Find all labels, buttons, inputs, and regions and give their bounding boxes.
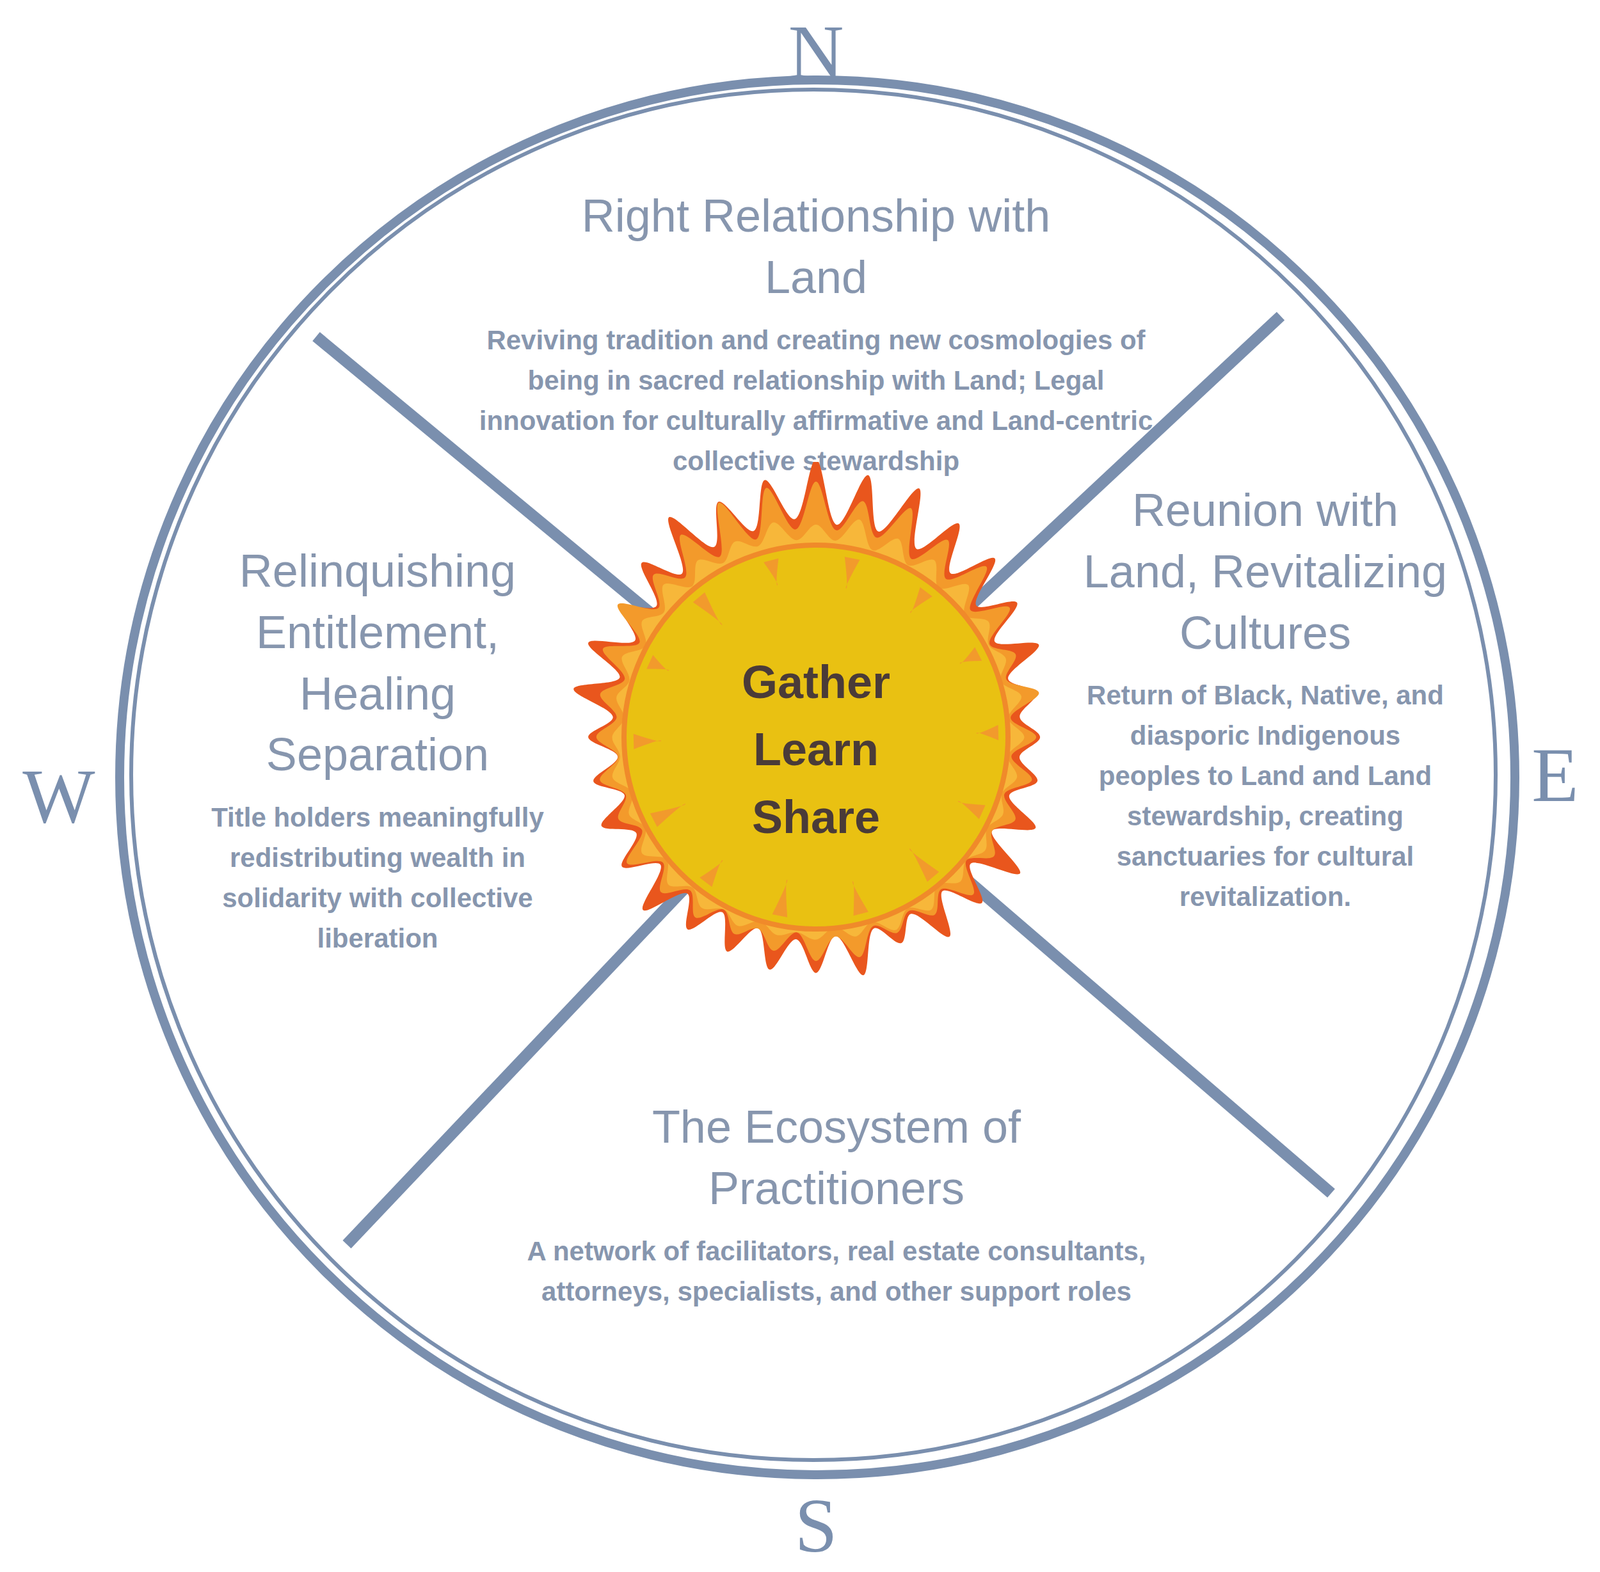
compass-inner-ring bbox=[131, 89, 1496, 1461]
center-label: Gather Learn Share bbox=[713, 648, 919, 851]
fire-circle: Gather Learn Share bbox=[528, 462, 1104, 1039]
flame-lick bbox=[646, 655, 669, 672]
compass-direction: N bbox=[788, 14, 845, 91]
compass-direction: E bbox=[1531, 737, 1579, 815]
quadrant-body: A network of facilitators, real estate c… bbox=[474, 1231, 1199, 1312]
quadrant-body: Return of Black, Native, and diasporic I… bbox=[1076, 675, 1455, 918]
inner-flames bbox=[611, 519, 1024, 941]
flame-lick bbox=[960, 647, 983, 664]
outer-flames bbox=[573, 462, 1040, 976]
flame-lick bbox=[844, 556, 861, 589]
quadrant-heading: Relinquishing Entitlement, Healing Separ… bbox=[185, 540, 570, 786]
flame-lick bbox=[909, 848, 939, 882]
compass-direction: S bbox=[794, 1488, 838, 1565]
flame-lick bbox=[976, 725, 1000, 741]
flame-lick bbox=[633, 734, 662, 750]
flame-lick bbox=[772, 880, 788, 918]
quadrant-heading: The Ecosystem of Practitioners bbox=[593, 1096, 1080, 1220]
flame-lick bbox=[763, 558, 779, 586]
east-quadrant: Reunion with Land, Revitalizing Cultures… bbox=[1076, 480, 1455, 918]
quadrant-heading: Right Relationship with Land bbox=[572, 185, 1060, 309]
quadrant-heading: Reunion with Land, Revitalizing Cultures bbox=[1076, 480, 1455, 664]
south-quadrant: The Ecosystem of Practitioners A network … bbox=[468, 1096, 1205, 1312]
flame-lick bbox=[910, 587, 933, 614]
compass-ring bbox=[119, 80, 1515, 1476]
west-quadrant: Relinquishing Entitlement, Healing Separ… bbox=[179, 540, 576, 959]
flame-lick bbox=[958, 801, 986, 820]
middle-flames bbox=[596, 481, 1040, 962]
quadrant-body: Title holders meaningfully redistributin… bbox=[198, 797, 557, 959]
fire-core bbox=[624, 545, 1008, 930]
quadrant-body: Reviving tradition and creating new cosm… bbox=[464, 320, 1168, 482]
compass-direction: W bbox=[22, 758, 95, 836]
flame-lick bbox=[650, 803, 686, 827]
north-quadrant: Right Relationship with LandReviving tra… bbox=[448, 185, 1184, 482]
flame-lick bbox=[852, 881, 869, 916]
flame-lick bbox=[693, 592, 723, 626]
flame-lick bbox=[699, 860, 723, 888]
